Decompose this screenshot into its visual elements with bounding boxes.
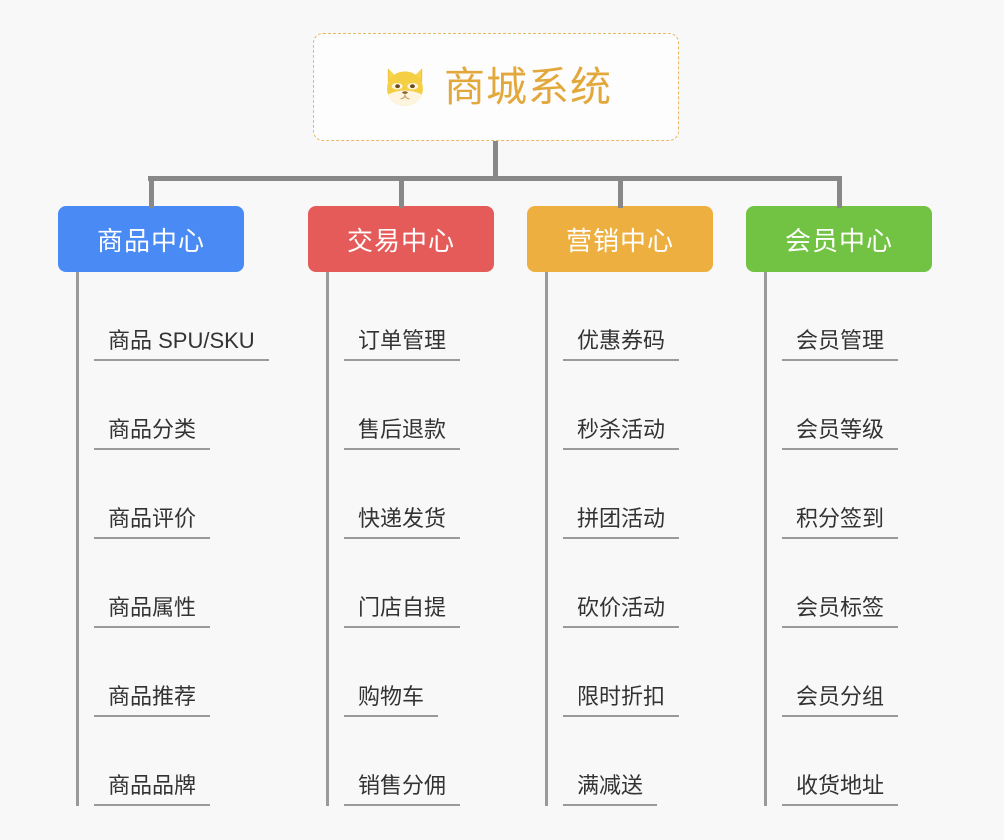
branch-trunk-line [545, 272, 548, 806]
leaf-item[interactable]: 商品评价 [76, 450, 244, 539]
branch-header-2[interactable]: 交易中心 [308, 206, 494, 272]
leaf-item[interactable]: 会员分组 [764, 628, 932, 717]
leaf-item-label: 满减送 [563, 773, 658, 806]
leaf-item-label: 拼团活动 [563, 506, 680, 539]
root-node[interactable]: 商城系统 [313, 33, 679, 141]
leaf-item-label: 销售分佣 [344, 773, 461, 806]
leaf-item[interactable]: 售后退款 [326, 361, 494, 450]
shiba-dog-face-icon [380, 62, 430, 112]
branch-trunk-line [764, 272, 767, 806]
branch-header-label: 会员中心 [784, 225, 893, 256]
leaf-item[interactable]: 满减送 [545, 717, 713, 806]
leaf-item[interactable]: 会员等级 [764, 361, 932, 450]
leaf-item[interactable]: 商品属性 [76, 539, 244, 628]
leaf-item[interactable]: 限时折扣 [545, 628, 713, 717]
leaf-item-label: 积分签到 [782, 506, 899, 539]
branch-trunk-line [76, 272, 79, 806]
leaf-item[interactable]: 商品品牌 [76, 717, 244, 806]
leaf-item-label: 商品分类 [94, 417, 211, 450]
leaf-item[interactable]: 销售分佣 [326, 717, 494, 806]
leaf-item[interactable]: 优惠券码 [545, 272, 713, 361]
branch-items-4: 会员管理会员等级积分签到会员标签会员分组收货地址 [746, 272, 932, 806]
leaf-item-label: 会员标签 [782, 595, 899, 628]
branch-column-2: 交易中心订单管理售后退款快递发货门店自提购物车销售分佣 [308, 206, 494, 806]
leaf-item[interactable]: 商品 SPU/SKU [76, 272, 269, 361]
leaf-item-label: 购物车 [344, 684, 439, 717]
leaf-item[interactable]: 商品分类 [76, 361, 244, 450]
leaf-item-label: 商品推荐 [94, 684, 211, 717]
leaf-item-label: 收货地址 [782, 773, 899, 806]
leaf-item-label: 秒杀活动 [563, 417, 680, 450]
leaf-item[interactable]: 门店自提 [326, 539, 494, 628]
leaf-item[interactable]: 快递发货 [326, 450, 494, 539]
leaf-item-label: 门店自提 [344, 595, 461, 628]
leaf-item-label: 商品品牌 [94, 773, 211, 806]
leaf-item-label: 会员分组 [782, 684, 899, 717]
leaf-item[interactable]: 拼团活动 [545, 450, 713, 539]
leaf-item-label: 售后退款 [344, 417, 461, 450]
branch-header-3[interactable]: 营销中心 [527, 206, 713, 272]
leaf-item-label: 会员管理 [782, 328, 899, 361]
leaf-item-label: 优惠券码 [563, 328, 680, 361]
branch-trunk-line [326, 272, 329, 806]
branch-header-4[interactable]: 会员中心 [746, 206, 932, 272]
branch-items-2: 订单管理售后退款快递发货门店自提购物车销售分佣 [308, 272, 494, 806]
branch-header-1[interactable]: 商品中心 [58, 206, 244, 272]
leaf-item-label: 砍价活动 [563, 595, 680, 628]
branch-column-3: 营销中心优惠券码秒杀活动拼团活动砍价活动限时折扣满减送 [527, 206, 713, 806]
leaf-item[interactable]: 会员标签 [764, 539, 932, 628]
leaf-item[interactable]: 购物车 [326, 628, 494, 717]
connector-drop [149, 176, 154, 208]
connector-drop [837, 176, 842, 208]
connector-bar [148, 176, 840, 181]
leaf-item-label: 商品属性 [94, 595, 211, 628]
leaf-item[interactable]: 会员管理 [764, 272, 932, 361]
leaf-item-label: 商品 SPU/SKU [94, 328, 269, 361]
leaf-item[interactable]: 秒杀活动 [545, 361, 713, 450]
leaf-item[interactable]: 商品推荐 [76, 628, 244, 717]
leaf-item[interactable]: 订单管理 [326, 272, 494, 361]
branch-header-label: 营销中心 [565, 225, 674, 256]
branch-items-3: 优惠券码秒杀活动拼团活动砍价活动限时折扣满减送 [527, 272, 713, 806]
branch-column-1: 商品中心商品 SPU/SKU 商品分类商品评价商品属性商品推荐商品品牌 [58, 206, 269, 806]
leaf-item-label: 商品评价 [94, 506, 211, 539]
leaf-item-label: 订单管理 [344, 328, 461, 361]
leaf-item[interactable]: 收货地址 [764, 717, 932, 806]
leaf-item-label: 限时折扣 [563, 684, 680, 717]
connector-stem [493, 141, 498, 180]
leaf-item[interactable]: 积分签到 [764, 450, 932, 539]
connector-drop [399, 176, 404, 208]
leaf-item-label: 会员等级 [782, 417, 899, 450]
leaf-item-label: 快递发货 [344, 506, 461, 539]
branch-header-label: 交易中心 [346, 225, 455, 256]
leaf-item[interactable]: 砍价活动 [545, 539, 713, 628]
root-title: 商城系统 [444, 63, 612, 110]
connector-drop [618, 176, 623, 208]
branch-column-4: 会员中心会员管理会员等级积分签到会员标签会员分组收货地址 [746, 206, 932, 806]
branch-header-label: 商品中心 [96, 225, 205, 256]
branch-items-1: 商品 SPU/SKU 商品分类商品评价商品属性商品推荐商品品牌 [58, 272, 269, 806]
